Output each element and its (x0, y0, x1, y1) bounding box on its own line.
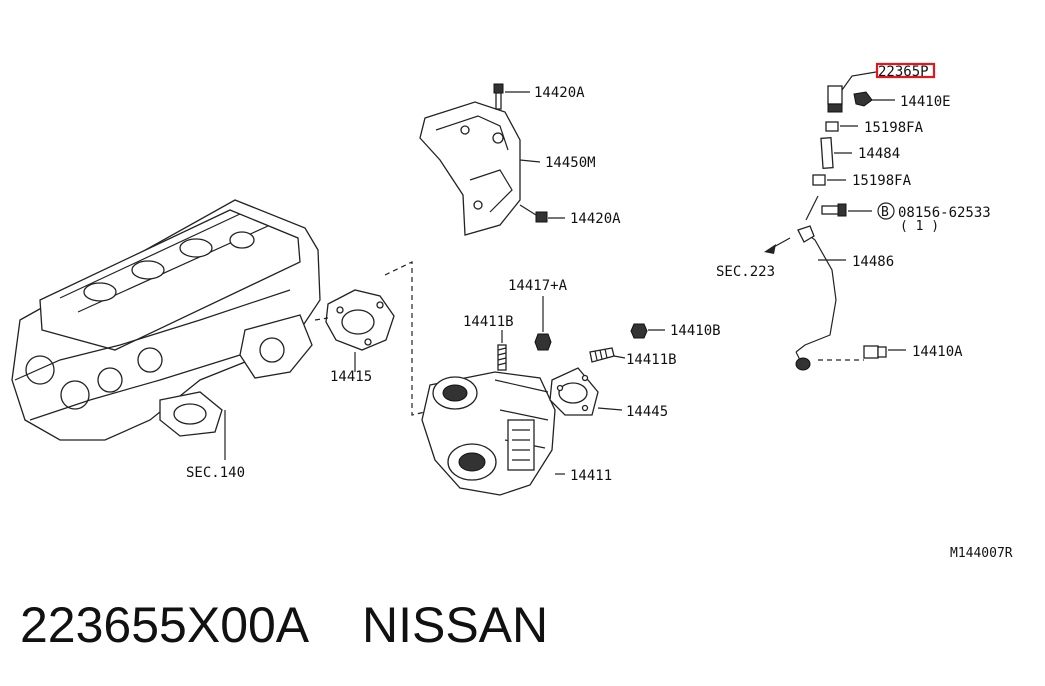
callout-14486: 14486 (852, 254, 894, 270)
callout-14411: 14411 (570, 468, 612, 484)
highlight-box-22365p (875, 62, 936, 79)
bolt-14420a-top (493, 83, 504, 110)
bolt-14410a (863, 345, 887, 359)
nut-14410b (630, 323, 648, 339)
callout-14411b-right: 14411B (626, 352, 677, 368)
callout-sec140: SEC.140 (186, 465, 245, 481)
part-number: 223655X00A (20, 597, 307, 653)
brand-name: NISSAN (361, 597, 549, 653)
callout-14420a-mid: 14420A (570, 211, 621, 227)
nut-14417a (534, 333, 552, 351)
callout-14420a-top: 14420A (534, 85, 585, 101)
oil-tube-14486-illustration (795, 195, 837, 371)
bolt-08156-62533 (821, 203, 847, 217)
hose-clamp-15198fa-top (825, 121, 839, 132)
gasket-14445-illustration (549, 367, 599, 416)
callout-08156-62533: 08156-62533 (898, 205, 991, 221)
bracket-14410e (853, 91, 873, 107)
exploded-parts-diagram: 14420A 14450M 14420A 22365P 14410E 15198… (11, 62, 1013, 561)
heat-shield-14450m-illustration (419, 101, 521, 236)
callout-14484: 14484 (858, 146, 900, 162)
callout-14411b-left: 14411B (463, 314, 514, 330)
callout-08156-qty: ( 1 ) (900, 219, 939, 234)
turbocharger-14411-illustration (421, 371, 556, 496)
bolt-14420a-mid (519, 204, 548, 223)
gasket-14415-illustration (325, 289, 395, 351)
callout-14450m: 14450M (545, 155, 596, 171)
stud-14411b-right (589, 347, 615, 363)
sheet-code: M144007R (950, 546, 1013, 561)
callout-14410a: 14410A (912, 344, 963, 360)
cylinder-head-illustration (11, 199, 321, 441)
callout-14410b: 14410B (670, 323, 721, 339)
callout-14415: 14415 (330, 369, 372, 385)
sec223-arrow (764, 237, 791, 254)
callout-14410e: 14410E (900, 94, 951, 110)
hose-14484 (820, 136, 834, 170)
hose-clamp-15198fa-bot (812, 174, 826, 186)
callout-14445: 14445 (626, 404, 668, 420)
callout-15198fa-top: 15198FA (864, 120, 924, 136)
stud-14411b-left (497, 344, 507, 371)
callout-15198fa-bot: 15198FA (852, 173, 912, 189)
callout-14417a: 14417+A (508, 278, 568, 294)
callout-sec223: SEC.223 (716, 264, 775, 280)
part-caption: 223655X00A NISSAN (20, 596, 548, 654)
callout-22365p: 22365P (878, 64, 929, 80)
oil-sensor-22365p-illustration (827, 71, 877, 113)
callout-bolt-marker: B (881, 205, 889, 220)
